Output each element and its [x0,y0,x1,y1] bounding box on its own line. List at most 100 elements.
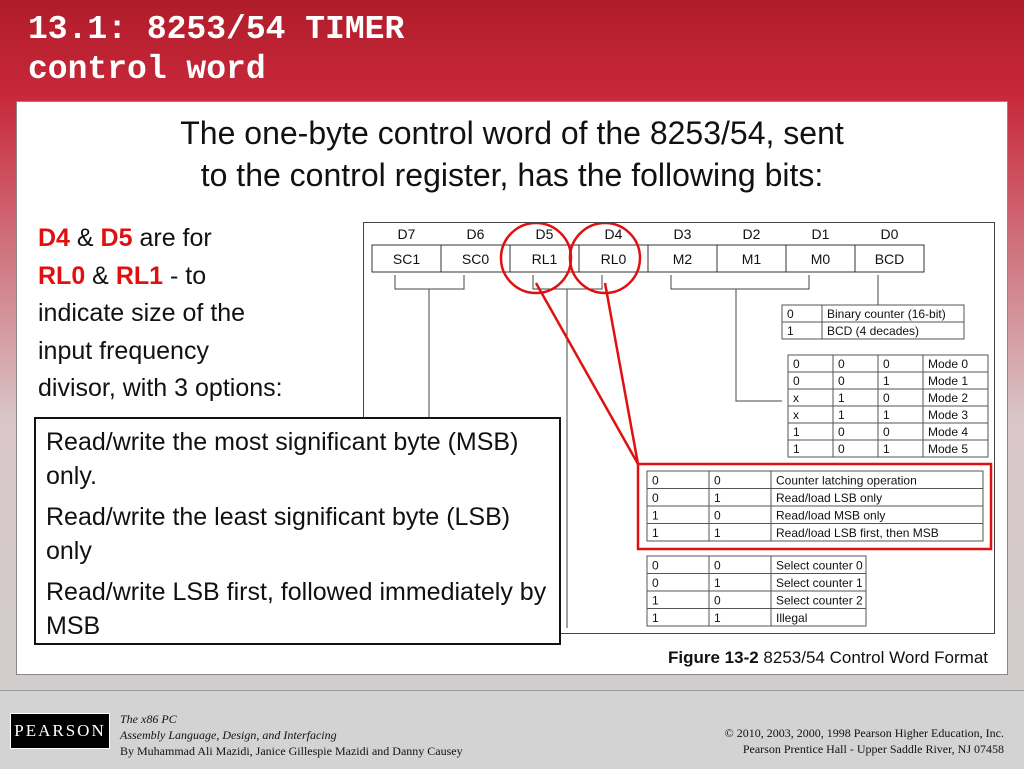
rl-row-text: Read/load LSB only [776,491,882,505]
bcd-row-text: Binary counter (16-bit) [827,307,946,321]
bit-cell-m1 [716,244,787,273]
to-text: - to [163,261,207,290]
slide-title-line1: 13.1: 8253/54 TIMER [28,11,405,48]
caption-text: 8253/54 Control Word Format [758,648,988,667]
bit-header-d3: D3 [674,226,692,242]
bit-cell-rl0 [578,244,649,273]
rl1-label: RL1 [115,261,164,290]
rl-row-text: 0 [652,491,659,505]
mode-row-text: Mode 4 [928,425,968,439]
amp-2: & [85,261,116,290]
mode-row-text: Mode 3 [928,408,968,422]
sc-row-text: 0 [652,559,659,573]
bit-header-d4: D4 [605,226,623,242]
note-line1: D4 & D5 are for [38,220,358,258]
book-info: The x86 PC Assembly Language, Design, an… [120,711,463,759]
rl-row-text: Read/load LSB first, then MSB [776,526,939,540]
rl-row-text: 0 [714,474,721,488]
rl-row-text: 0 [652,474,659,488]
pearson-logo: PEARSON [10,713,110,749]
mode-row-text: 0 [793,374,800,388]
mode-row-text: 0 [883,391,890,405]
mode-bracket [670,275,810,290]
mode-row-text: x [793,391,799,405]
rl-row-text: 0 [714,509,721,523]
option-lsb-msb: Read/write LSB first, followed immediate… [46,578,547,640]
mode-row-text: Mode 2 [928,391,968,405]
bit-name-m2: M2 [673,251,693,267]
mode-connector [735,289,782,402]
mode-row-text: 0 [883,425,890,439]
headline-line2: to the control register, has the followi… [200,157,824,193]
sc-bracket [394,275,465,290]
bit-name-rl1: RL1 [532,251,558,267]
bcd-row-cell [821,321,965,340]
mode-row-text: 0 [838,442,845,456]
bit-cell-bcd [854,244,925,273]
bit-header-d2: D2 [743,226,761,242]
rl-row-cell [770,523,984,542]
footer: PEARSON The x86 PC Assembly Language, De… [0,690,1024,769]
sc-row-text: 1 [652,594,659,608]
rl-row-text: 1 [652,526,659,540]
sc-row-text: 0 [714,559,721,573]
mode-row-text: 1 [793,442,800,456]
bit-note: D4 & D5 are for RL0 & RL1 - to indicate … [38,220,358,408]
rl-table-highlight [636,462,993,551]
book-subtitle: Assembly Language, Design, and Interfaci… [120,728,337,742]
rl-row-text: Read/load MSB only [776,509,885,523]
headline: The one-byte control word of the 8253/54… [0,112,1024,196]
bit-header-d6: D6 [467,226,485,242]
publisher-text: Pearson Prentice Hall - Upper Saddle Riv… [742,742,1004,756]
sc-row-text: 1 [714,576,721,590]
bit-cell-m0 [785,244,856,273]
mode-row-text: 1 [883,442,890,456]
bit-name-rl0: RL0 [601,251,627,267]
bit-header-d5: D5 [536,226,554,242]
sc-row-text: 0 [714,594,721,608]
bit-header-d0: D0 [881,226,899,242]
mode-row-text: 0 [838,357,845,371]
sc-row-text: Illegal [776,611,807,625]
mode-row-text: Mode 0 [928,357,968,371]
rl-row-text: Counter latching operation [776,474,917,488]
sc-row-cell [770,608,867,627]
slide-title-line2: control word [28,51,266,88]
bit-cell-sc0 [440,244,511,273]
bit-cell-sc1 [371,244,442,273]
bcd-row-text: BCD (4 decades) [827,324,919,338]
rl0-pointer-line [603,282,640,465]
mode-row-text: 1 [838,408,845,422]
mode-row-text: 0 [838,425,845,439]
book-authors: By Muhammad Ali Mazidi, Janice Gillespie… [120,744,463,758]
sc-row-text: Select counter 2 [776,594,863,608]
sc-row-text: 1 [714,611,721,625]
option-lsb: Read/write the least significant byte (L… [46,503,511,565]
mode-row-text: x [793,408,799,422]
copyright-text: © 2010, 2003, 2000, 1998 Pearson Higher … [724,726,1004,740]
bit-header-d1: D1 [812,226,830,242]
rl-row-text: 1 [714,491,721,505]
rl1-pointer-line [534,282,640,465]
copyright-info: © 2010, 2003, 2000, 1998 Pearson Higher … [725,725,1004,757]
d5-label: D5 [100,224,133,252]
slide-title: 13.1: 8253/54 TIMER control word [28,10,404,90]
mode-row-text: 1 [838,391,845,405]
mode-row-cell [922,439,989,458]
note-line5: divisor, with 3 options: [38,374,283,402]
mode-row-text: Mode 5 [928,442,968,456]
mode-row-text: 0 [793,357,800,371]
rl0-highlight-circle [568,221,642,295]
mode-row-text: 1 [793,425,800,439]
mode-row-text: 1 [883,408,890,422]
are-for-text: are for [132,224,212,252]
option-msb: Read/write the most significant byte (MS… [46,428,519,490]
d4-label: D4 [38,224,70,252]
rl-bracket [532,275,603,290]
note-line4: input frequency [38,336,209,365]
note-line3: indicate size of the [38,299,246,327]
mode-row-text: 0 [883,357,890,371]
book-title: The x86 PC [120,712,177,726]
bcd-row-text: 1 [787,324,794,338]
